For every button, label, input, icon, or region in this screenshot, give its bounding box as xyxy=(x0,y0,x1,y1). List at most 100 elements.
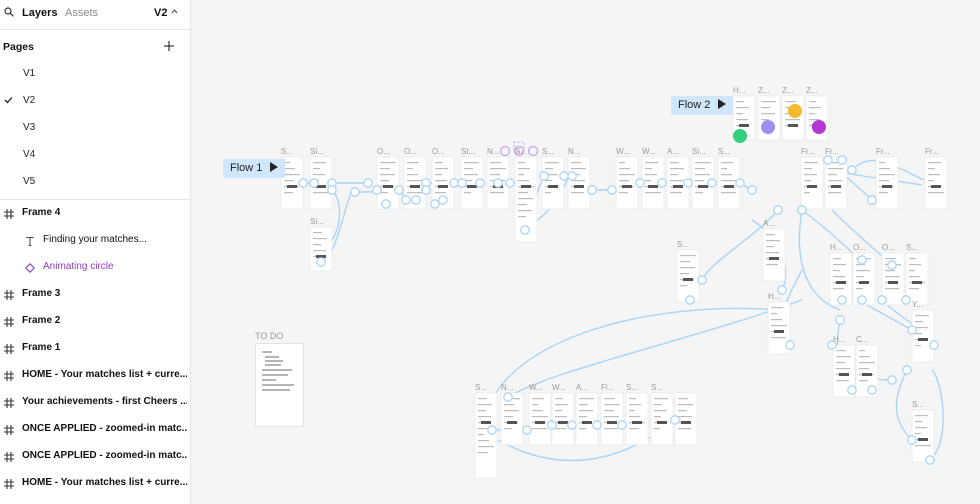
connector-node xyxy=(877,295,887,305)
connector-node xyxy=(777,285,787,295)
layer-label: Finding your matches... xyxy=(43,234,147,245)
layer-home-matches-1[interactable]: HOME - Your matches list + curre... xyxy=(0,363,190,387)
connector-node xyxy=(907,325,917,335)
layer-frame-1[interactable]: Frame 1 xyxy=(0,336,190,360)
frame-content-line xyxy=(579,416,587,418)
layer-home-matches-2[interactable]: HOME - Your matches list + curre... xyxy=(0,471,190,495)
frame-content-line xyxy=(504,428,512,430)
frame-content-line xyxy=(859,380,868,382)
layer-label: HOME - Your matches list + curre... xyxy=(22,477,187,488)
version-selector[interactable]: V2 xyxy=(154,7,168,19)
connector-node xyxy=(617,420,627,430)
page-item-v3[interactable]: V3 xyxy=(0,116,190,140)
prototype-connector xyxy=(798,209,841,311)
frame-content-line xyxy=(915,327,928,329)
frame-content-line xyxy=(571,192,584,194)
frame-content-line xyxy=(629,398,636,400)
frame-title: O... xyxy=(404,147,417,156)
frame-title: W... xyxy=(529,383,543,392)
frame-content-line xyxy=(856,270,870,272)
frame-content-line xyxy=(478,410,486,412)
frame-content-line xyxy=(518,216,526,218)
frame-content-line xyxy=(545,174,558,176)
frame-content-line xyxy=(771,313,777,315)
connector-node xyxy=(493,178,503,188)
layer-once-applied-2[interactable]: ONCE APPLIED - zoomed-in matc... xyxy=(0,444,190,468)
layer-once-applied-1[interactable]: ONCE APPLIED - zoomed-in matc... xyxy=(0,417,190,441)
frame-content-line xyxy=(555,416,567,418)
frame-content-line xyxy=(721,162,733,164)
frame-content-line xyxy=(836,350,846,352)
frame-content-line xyxy=(771,319,782,321)
connector-node xyxy=(887,375,897,385)
play-icon[interactable] xyxy=(718,99,727,109)
frame-content-line xyxy=(833,276,845,278)
prototype-connector xyxy=(801,209,863,261)
frame-content-line xyxy=(670,174,678,176)
connector-node xyxy=(401,195,411,205)
frame-title: Fr... xyxy=(925,147,939,156)
play-icon[interactable] xyxy=(270,162,279,172)
connector-node xyxy=(394,185,404,195)
page-item-v2[interactable]: V2 xyxy=(0,89,190,113)
frame-content-line xyxy=(284,180,294,182)
frame-content-line xyxy=(828,180,842,182)
frame-button xyxy=(859,281,869,284)
divider xyxy=(0,199,190,200)
tab-layers[interactable]: Layers xyxy=(22,7,58,19)
connector-node xyxy=(907,435,917,445)
page-label: V4 xyxy=(23,149,36,160)
layer-animating-circle[interactable]: Animating circle xyxy=(0,255,190,279)
layer-label: Frame 3 xyxy=(22,288,61,299)
screen-frame xyxy=(650,392,674,446)
frame-button xyxy=(438,185,448,188)
layer-finding-matches-text[interactable]: Finding your matches... xyxy=(0,228,190,252)
component-instance-icon xyxy=(25,263,35,273)
frame-content-line xyxy=(695,168,705,170)
layer-frame-4[interactable]: Frame 4 xyxy=(0,201,190,225)
frame-content-line xyxy=(435,174,442,176)
layer-achievements[interactable]: Your achievements - first Cheers ... xyxy=(0,390,190,414)
todo-note-frame[interactable] xyxy=(255,343,304,427)
screen-frame xyxy=(615,156,639,210)
frame-content-line xyxy=(518,174,524,176)
frame-content-line xyxy=(736,119,748,121)
frame-content-line xyxy=(571,162,581,164)
tab-assets[interactable]: Assets xyxy=(65,7,99,19)
frame-title: H... xyxy=(733,86,746,95)
frame-button xyxy=(316,185,326,188)
frame-content-line xyxy=(571,168,586,170)
frame-content-line xyxy=(766,252,779,254)
frame-icon xyxy=(4,371,14,381)
design-canvas[interactable]: Flow 1 Flow 2 TO DO S...Si...Si...O...O.… xyxy=(192,0,980,504)
frame-content-line xyxy=(380,180,389,182)
frame-button xyxy=(657,421,667,424)
frame-content-line xyxy=(604,404,620,406)
search-icon[interactable] xyxy=(4,7,14,17)
connector-node xyxy=(449,178,459,188)
connector-node xyxy=(411,195,421,205)
chevron-up-icon[interactable] xyxy=(171,8,178,15)
flow-starting-point-2[interactable]: Flow 2 xyxy=(671,96,734,115)
flow-starting-point-1[interactable]: Flow 1 xyxy=(223,159,286,178)
layer-frame-3[interactable]: Frame 3 xyxy=(0,282,190,306)
frame-title: Fr... xyxy=(801,147,815,156)
frame-content-line xyxy=(771,337,786,339)
frame-title: S... xyxy=(718,147,731,156)
prototype-connections-layer xyxy=(280,95,948,479)
frame-content-line xyxy=(619,168,630,170)
page-item-v1[interactable]: V1 xyxy=(0,62,190,86)
frame-content-line xyxy=(879,168,890,170)
add-page-icon[interactable] xyxy=(163,40,175,52)
page-item-v5[interactable]: V5 xyxy=(0,170,190,194)
frame-button xyxy=(507,421,517,424)
frame-button xyxy=(316,255,326,258)
frame-content-line xyxy=(909,288,919,290)
page-item-v4[interactable]: V4 xyxy=(0,143,190,167)
layer-frame-2[interactable]: Frame 2 xyxy=(0,309,190,333)
screen-frame xyxy=(911,309,935,363)
connector-node xyxy=(559,171,569,181)
connector-node xyxy=(487,425,497,435)
frame-content-line xyxy=(518,210,532,212)
frame-content-line xyxy=(771,325,787,327)
